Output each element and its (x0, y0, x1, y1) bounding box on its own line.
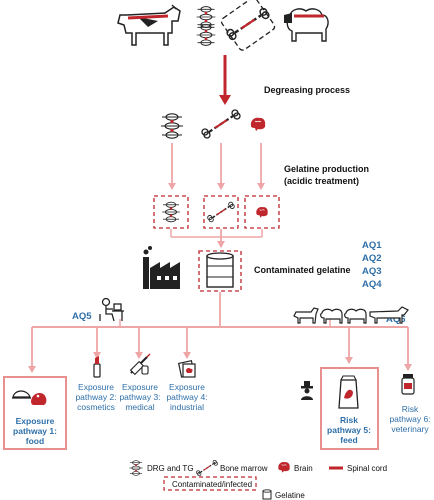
legend-drg-icon (129, 460, 143, 476)
industrial-icon (177, 359, 196, 378)
pathway-1-line-2: pathway 1: (13, 426, 57, 436)
pathway-5-line-2: pathway 5: (327, 425, 371, 435)
sheep-icon (284, 8, 329, 42)
contaminated-box-bone (203, 195, 239, 229)
pathway-6-line-1: Risk (402, 404, 419, 414)
pathway-2-line-3: cosmetics (77, 402, 115, 412)
legend-brain-label: Brain (294, 464, 313, 473)
farm-animals-icon (293, 306, 409, 324)
pathway-3-line-3: medical (125, 402, 154, 412)
contaminated-gelatine-label: Contaminated gelatine (254, 265, 351, 275)
veterinary-icon (401, 374, 415, 395)
food-icon (12, 390, 47, 405)
farmer-icon (301, 381, 313, 400)
legend: DRG and TG Bone marrow Brain Spinal cord… (129, 459, 387, 500)
pathway-4-line-1: Exposure (169, 382, 205, 392)
contaminated-box-drg (153, 195, 189, 229)
pathway-1-line-1: Exposure (16, 416, 55, 426)
pathway-5-line-1: Risk (340, 415, 358, 425)
pathway-3-line-1: Exposure (122, 382, 158, 392)
drg-icon (160, 113, 184, 139)
pathway-6-label: Risk pathway 6: veterinary (389, 404, 430, 434)
legend-gelatine-label: Gelatine (275, 491, 305, 500)
medical-icon (129, 353, 151, 376)
gelatine-production-label: Gelatine production (284, 164, 369, 174)
pathway-4-line-3: industrial (170, 402, 204, 412)
pathway-4-line-2: pathway 4: (166, 392, 207, 402)
pathway-6-line-2: pathway 6: (389, 414, 430, 424)
pathway-5-box (320, 367, 379, 450)
degreasing-label: Degreasing process (264, 85, 350, 95)
gelatine-drum-icon (206, 252, 234, 288)
pathway-3-line-2: pathway 3: (119, 392, 160, 402)
spine-icon (196, 6, 216, 46)
legend-bone-marrow-label: Bone marrow (220, 464, 268, 473)
pathway-5-line-3: feed (340, 435, 357, 445)
cosmetics-icon (93, 356, 101, 378)
factory-icon (143, 246, 180, 289)
aq6-label: AQ6 (386, 314, 406, 325)
gelatine-production-sub-label: (acidic treatment) (284, 176, 359, 186)
pathway-2-line-1: Exposure (78, 382, 114, 392)
pathway-2-label: Exposure pathway 2: cosmetics (75, 382, 116, 412)
pathway-5-label: Risk pathway 5: feed (327, 415, 371, 445)
contaminated-box-drum (198, 250, 242, 292)
pathway-1-label: Exposure pathway 1: food (13, 416, 57, 446)
cow-icon (117, 4, 181, 46)
pathway-1-line-3: food (26, 436, 44, 446)
feed-bag-icon (338, 375, 359, 409)
legend-brain-icon (277, 461, 291, 473)
aq3-label: AQ3 (362, 266, 382, 277)
legend-spinal-cord-label: Spinal cord (347, 464, 387, 473)
person-at-desk-icon (99, 297, 124, 322)
pathway-1-box (3, 376, 67, 450)
pathway-3-label: Exposure pathway 3: medical (119, 382, 160, 412)
contaminated-box-brain (244, 195, 280, 229)
aq5-label: AQ5 (72, 311, 92, 322)
drg-icon-3 (161, 201, 181, 223)
brain-icon (250, 117, 266, 132)
legend-drg-label: DRG and TG (147, 464, 194, 473)
aq2-label: AQ2 (362, 253, 382, 264)
aq1-label: AQ1 (362, 240, 382, 251)
legend-gelatine-icon (262, 489, 272, 500)
legend-contaminated-label: Contaminated/infected (172, 480, 252, 489)
bone-icon (220, 0, 276, 51)
legend-contaminated-swatch (163, 476, 257, 491)
pathway-6-line-3: veterinary (391, 424, 429, 434)
bone-icon-2 (200, 108, 242, 140)
bone-icon-3 (206, 201, 236, 223)
pathway-4-label: Exposure pathway 4: industrial (166, 382, 207, 412)
legend-bone-marrow-icon (195, 459, 219, 477)
pathway-2-line-2: pathway 2: (75, 392, 116, 402)
aq4-label: AQ4 (362, 279, 382, 290)
brain-icon-3 (255, 206, 269, 218)
